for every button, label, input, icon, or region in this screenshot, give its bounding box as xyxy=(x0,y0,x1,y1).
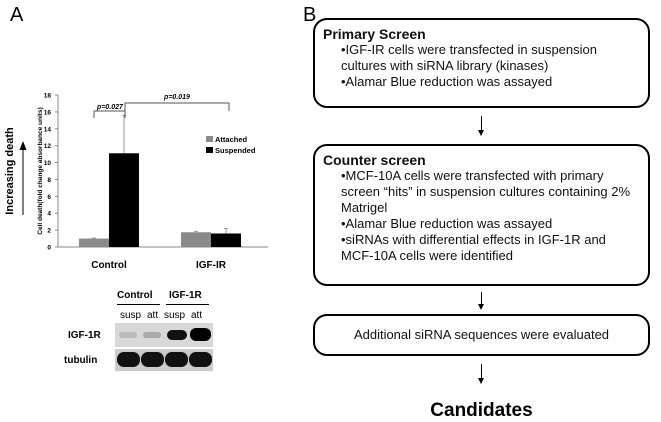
x-tick-label: Control xyxy=(91,260,127,271)
blot-group-control: Control xyxy=(117,290,153,301)
y-tick-label: 4 xyxy=(47,211,51,218)
western-blot: Control IGF-1R susp att susp att IGF-1R … xyxy=(60,280,230,380)
y-tick-label: 8 xyxy=(47,177,51,184)
y-tick-label: 2 xyxy=(47,228,51,235)
arrow-down-icon xyxy=(478,292,484,310)
y-tick-label: 14 xyxy=(44,126,52,133)
box-item: •MCF-10A cells were transfected with pri… xyxy=(341,168,631,215)
flow-box-primary-screen: Primary Screen •IGF-IR cells were transf… xyxy=(313,18,650,108)
box-item: •Alamar Blue reduction was assayed xyxy=(341,74,553,89)
lane-label: att xyxy=(147,310,159,321)
x-tick-label: IGF-IR xyxy=(196,260,227,271)
p-value-label: p=0.027 xyxy=(96,104,124,111)
flow-box-counter-screen: Counter screen •MCF-10A cells were trans… xyxy=(313,144,650,286)
blot-band-row-tubulin xyxy=(115,349,213,371)
legend-label: Suspended xyxy=(215,146,256,155)
box-item: •IGF-IR cells were transfected in suspen… xyxy=(341,42,597,73)
box-text: Additional siRNA sequences were evaluate… xyxy=(353,327,610,342)
blot-row-igf1r: IGF-1R xyxy=(68,330,101,341)
bar-attached xyxy=(181,232,211,247)
y-tick-label: 10 xyxy=(44,160,52,167)
legend-swatch xyxy=(206,147,213,153)
y-tick-label: 6 xyxy=(47,194,51,201)
bar-suspended xyxy=(109,153,139,247)
box-title: Primary Screen xyxy=(323,26,426,42)
side-label: Increasing death xyxy=(4,127,16,215)
panel-a-label: A xyxy=(10,4,24,26)
blot-band-row-igf1r xyxy=(115,323,213,347)
arrow-down-icon xyxy=(478,116,484,136)
legend-swatch xyxy=(206,136,213,142)
y-axis-label: Cell death(fold change absorbance units) xyxy=(37,107,44,235)
y-tick-label: 12 xyxy=(44,143,52,150)
blot-row-tubulin: tubulin xyxy=(64,355,98,366)
blot-group-igf1r: IGF-1R xyxy=(169,290,202,301)
flow-box-additional: Additional siRNA sequences were evaluate… xyxy=(313,314,650,356)
y-tick-label: 18 xyxy=(44,93,52,100)
arrow-down-icon xyxy=(478,364,484,384)
box-item: •Alamar Blue reduction was assayed xyxy=(341,216,553,231)
arrow-up-icon xyxy=(19,141,27,150)
box-item: •siRNAs with differential effects in IGF… xyxy=(341,232,606,263)
p-value-label: p=0.019 xyxy=(163,94,190,101)
bar-suspended xyxy=(211,233,241,247)
y-tick-label: 0 xyxy=(47,245,51,252)
candidates-label: Candidates xyxy=(430,400,533,421)
lane-label: att xyxy=(191,310,203,321)
bar-attached xyxy=(79,238,109,247)
lane-label: susp xyxy=(164,310,186,321)
significance-bracket xyxy=(124,102,230,111)
significance-bracket xyxy=(93,110,126,118)
legend-label: Attached xyxy=(215,135,248,144)
panel-b-label: B xyxy=(303,4,317,26)
lane-label: susp xyxy=(120,310,142,321)
y-tick-label: 16 xyxy=(44,109,52,116)
box-title: Counter screen xyxy=(323,152,426,168)
